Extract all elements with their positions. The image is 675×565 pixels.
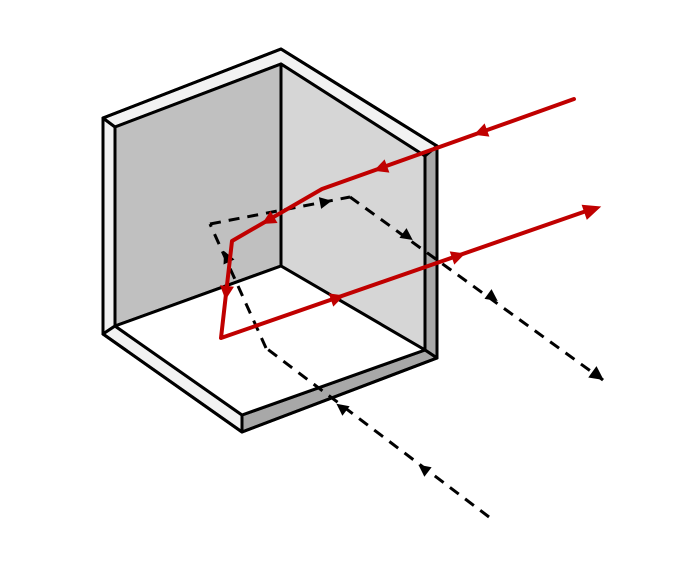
black-ray-incoming: [265, 346, 490, 519]
arrow-head-icon: [399, 228, 413, 241]
arrow-head-icon: [373, 159, 390, 173]
arrow-head-icon: [581, 204, 602, 220]
arrow-head-icon: [261, 210, 278, 224]
arrow-head-icon: [220, 285, 234, 300]
arrow-head-icon: [418, 464, 432, 477]
arrow-head-icon: [449, 251, 466, 265]
left-rim: [101, 116, 117, 336]
right-rim: [423, 144, 439, 360]
arrow-head-icon: [588, 366, 604, 381]
arrow-head-icon: [473, 123, 490, 137]
black-ray-outgoing: [349, 195, 604, 382]
red-ray-polyline: [219, 97, 597, 340]
corner-cube: [101, 47, 439, 434]
arrow-head-icon: [318, 197, 332, 209]
red-ray-arrows: [220, 123, 602, 307]
arrow-head-icon: [336, 403, 350, 416]
arrow-head-icon: [328, 293, 345, 307]
arrow-head-icon: [484, 289, 498, 302]
cube-outline: [101, 47, 439, 434]
red-ray-path: [219, 97, 597, 340]
